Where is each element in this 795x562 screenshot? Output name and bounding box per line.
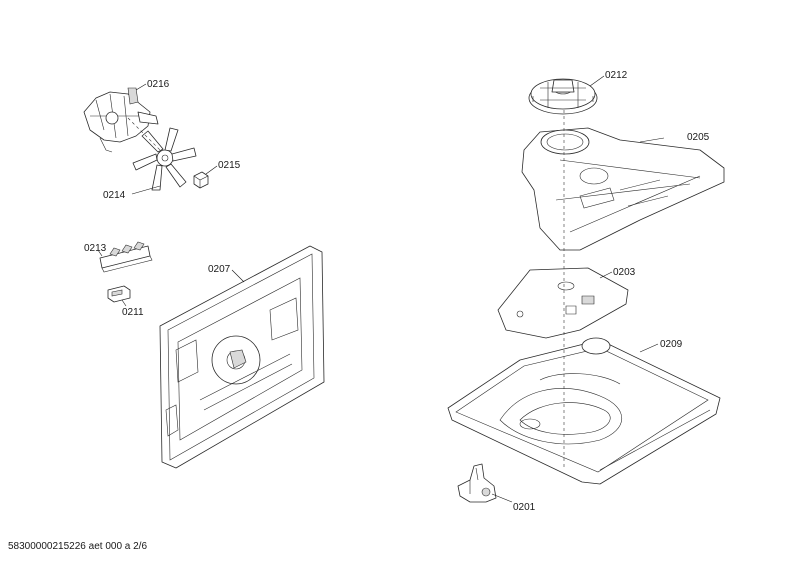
document-id-footer: 58300000215226 aet 000 a 2/6 [8, 541, 148, 552]
terminal-block-part[interactable] [97, 241, 153, 273]
label-0215: 0215 [218, 160, 241, 171]
label-0216: 0216 [147, 79, 170, 90]
clip-part[interactable] [107, 285, 131, 307]
label-0211: 0211 [122, 307, 144, 318]
fan-housing-part[interactable] [521, 127, 725, 251]
label-0205: 0205 [687, 132, 710, 143]
cover-plate-part[interactable] [497, 267, 629, 339]
fan-motor-part[interactable] [83, 83, 159, 153]
label-0209: 0209 [660, 339, 683, 350]
base-plate-part[interactable] [447, 337, 721, 485]
nut-part[interactable] [193, 165, 218, 189]
bracket-part[interactable] [457, 463, 513, 503]
label-0203: 0203 [613, 267, 636, 278]
label-0214: 0214 [103, 190, 126, 201]
label-0212: 0212 [605, 70, 628, 81]
label-0201: 0201 [513, 502, 536, 513]
label-0213: 0213 [84, 243, 107, 254]
fan-impeller-part[interactable] [131, 127, 197, 195]
rear-panel-part[interactable] [159, 245, 325, 469]
cooling-fan-part[interactable] [528, 75, 605, 115]
label-0207: 0207 [208, 264, 231, 275]
